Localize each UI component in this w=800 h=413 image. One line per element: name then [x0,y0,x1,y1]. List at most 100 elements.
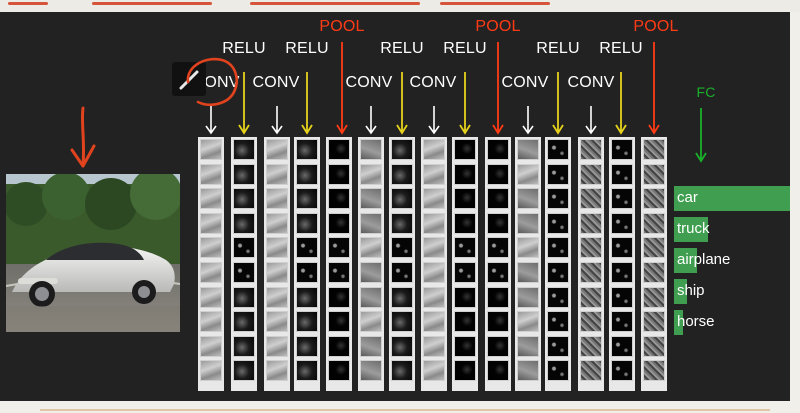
feature-map-cell [266,311,288,333]
annotation-scribble [250,2,420,5]
feature-map-cell [423,261,445,283]
feature-map-cell [360,286,382,308]
feature-map-cell [296,163,318,185]
feature-map-cell [233,163,255,185]
class-label: truck [677,220,710,237]
layer-label-relu-6: RELU [599,40,643,57]
feature-map-cell [517,261,539,283]
feature-map-cell [454,188,476,210]
feature-map-cell [328,212,350,234]
feature-map-cell [296,335,318,357]
feature-map-column [545,137,571,391]
conv-arrow-icon [365,106,377,135]
feature-map-cell [580,286,602,308]
feature-map-column [326,137,352,391]
class-score-bar [674,186,790,211]
feature-map-cell [487,261,509,283]
feature-map-cell [200,335,222,357]
feature-map-cell [547,261,569,283]
feature-map-cell [296,237,318,259]
conv-arrow-icon [271,106,283,135]
feature-map-cell [611,335,633,357]
feature-map-cell [233,286,255,308]
feature-map-cell [423,237,445,259]
feature-map-cell [611,311,633,333]
fc-arrow-icon [695,108,707,163]
feature-map-cell [423,163,445,185]
cnn-architecture-slide: RELU RELU POOL RELU RELU POOL RELU RELU … [0,12,790,401]
feature-map-cell [580,261,602,283]
feature-map-cell [547,286,569,308]
feature-map-cell [547,335,569,357]
feature-map-cell [611,261,633,283]
feature-map-cell [487,360,509,382]
feature-map-column [485,137,511,391]
layer-label-conv-1: ONV [204,74,240,91]
feature-map-cell [643,335,665,357]
feature-map-cell [328,311,350,333]
feature-map-cell [487,139,509,160]
red-circle-annotation [186,57,238,106]
feature-map-cell [296,188,318,210]
feature-map-cell [547,311,569,333]
feature-map-cell [200,286,222,308]
feature-map-cell [200,360,222,382]
feature-map-cell [328,360,350,382]
feature-map-cell [266,163,288,185]
feature-map-cell [360,311,382,333]
relu-arrow-icon [396,72,408,135]
feature-map-cell [391,188,413,210]
feature-map-cell [328,261,350,283]
feature-map-cell [580,212,602,234]
feature-map-cell [200,237,222,259]
feature-map-cell [391,261,413,283]
conv-arrow-icon [585,106,597,135]
feature-map-cell [233,360,255,382]
feature-map-cell [517,360,539,382]
feature-map-cell [328,335,350,357]
class-label: ship [677,282,705,299]
feature-map-cell [517,286,539,308]
feature-map-cell [517,163,539,185]
feature-map-cell [360,360,382,382]
annotation-scribble [440,2,550,5]
feature-map-cell [547,360,569,382]
feature-map-cell [328,188,350,210]
feature-map-cell [643,188,665,210]
feature-map-column [452,137,478,391]
feature-map-cell [611,163,633,185]
pool-arrow-icon [648,42,660,135]
feature-map-cell [391,335,413,357]
feature-map-cell [487,286,509,308]
feature-map-cell [517,335,539,357]
feature-map-cell [360,212,382,234]
feature-map-cell [233,261,255,283]
feature-map-cell [233,188,255,210]
feature-map-cell [328,163,350,185]
feature-map-cell [487,237,509,259]
layer-label-pool-1: POOL [319,18,365,35]
feature-map-cell [391,139,413,160]
feature-map-cell [266,286,288,308]
class-score-bar [674,248,697,273]
feature-map-cell [643,360,665,382]
feature-map-cell [266,360,288,382]
feature-map-cell [296,139,318,160]
feature-map-cell [266,237,288,259]
feature-map-cell [266,335,288,357]
conv-arrow-icon [205,106,217,135]
feature-map-cell [233,311,255,333]
feature-map-cell [580,335,602,357]
feature-map-cell [360,139,382,160]
feature-map-cell [200,139,222,160]
feature-map-column [641,137,667,391]
layer-label-relu-1: RELU [222,40,266,57]
feature-map-cell [266,139,288,160]
feature-map-cell [423,212,445,234]
feature-map-cell [547,188,569,210]
class-label: airplane [677,251,731,268]
feature-map-cell [391,237,413,259]
car-photo-illustration [6,174,180,332]
feature-map-cell [200,212,222,234]
feature-map-cell [517,237,539,259]
